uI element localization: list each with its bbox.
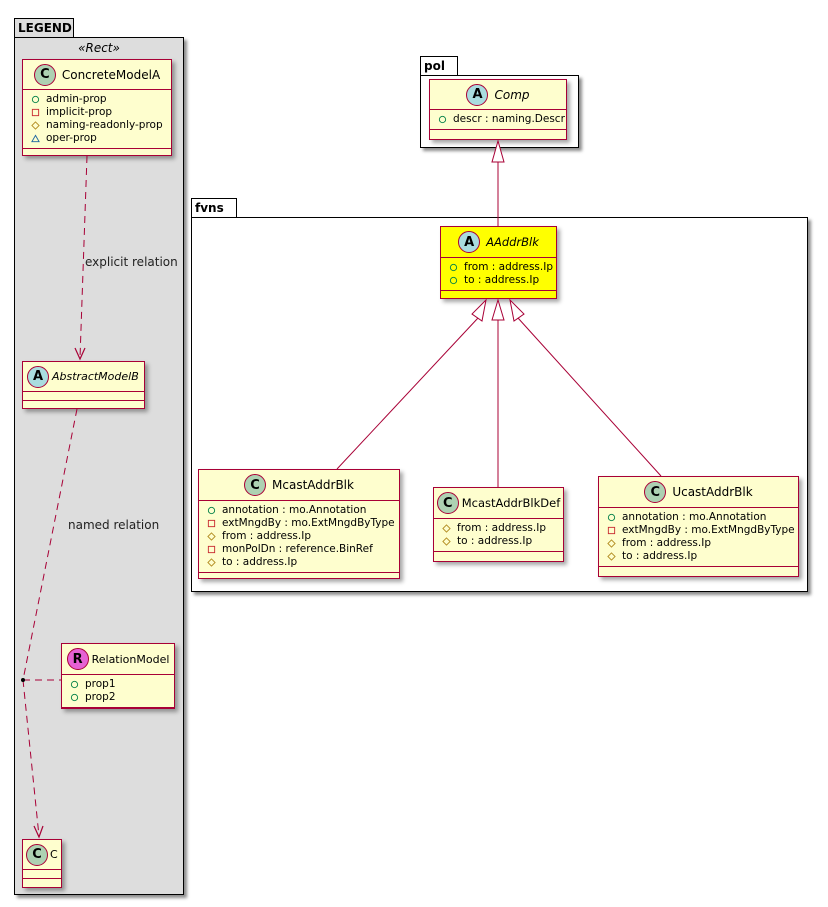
abstract-stereotype-icon: A	[27, 365, 49, 388]
attribute-row: to : address.Ip	[606, 550, 798, 563]
attribute-row: from : address.Ip	[206, 530, 399, 543]
private-square-icon	[206, 545, 216, 555]
inheritance-ucastaddrblk-aaddrblk	[509, 298, 662, 477]
public-circle-icon	[206, 506, 216, 516]
attribute-list: admin-prop implicit-prop naming-readonly…	[23, 90, 171, 149]
public-circle-icon	[448, 263, 458, 273]
class-ucastaddrblk[interactable]: C UcastAddrBlk annotation : mo.Annotatio…	[598, 476, 799, 577]
class-relation-model[interactable]: R RelationModel prop1 prop2	[61, 643, 175, 709]
class-stereotype-icon: C	[244, 474, 267, 496]
class-mcastaddrblkdef[interactable]: C McastAddrBlkDef from : address.Ip to :…	[433, 487, 564, 562]
junction-dot	[21, 678, 25, 682]
abstract-stereotype-icon: A	[466, 83, 489, 106]
attribute-list: from : address.Ip to : address.Ip	[441, 258, 556, 291]
class-name: McastAddrBlkDef	[461, 496, 561, 510]
protected-diamond-icon	[206, 532, 216, 542]
attribute-row: from : address.Ip	[606, 537, 798, 550]
attribute-list: annotation : mo.Annotation extMngdBy : m…	[599, 508, 798, 567]
class-name: AAddrBlk	[486, 235, 539, 249]
public-circle-icon	[606, 513, 616, 523]
private-square-icon	[606, 526, 616, 536]
attribute-row: extMngdBy : mo.ExtMngdByType	[606, 524, 798, 537]
attribute-row: from : address.Ip	[441, 522, 563, 535]
attribute-row: annotation : mo.Annotation	[606, 511, 798, 524]
relation-stereotype-icon: R	[66, 648, 89, 670]
attribute-row: naming-readonly-prop	[30, 119, 171, 132]
attribute-row: to : address.Ip	[448, 274, 556, 287]
attribute-row: implicit-prop	[30, 106, 171, 119]
pol-package-label: pol	[424, 59, 445, 73]
fvns-package-label: fvns	[195, 201, 224, 215]
package-triangle-icon	[30, 134, 40, 144]
legend-stereotype: «Rect»	[78, 41, 120, 55]
named-relation-label: named relation	[68, 518, 160, 532]
attribute-list: descr : naming.Descr	[430, 110, 566, 130]
class-aaddrblk[interactable]: A AAddrBlk from : address.Ip to : addres…	[440, 226, 557, 299]
attribute-row: extMngdBy : mo.ExtMngdByType	[206, 517, 399, 530]
legend-package-tab: LEGEND	[14, 18, 74, 38]
inheritance-aaddrblk-comp	[491, 139, 505, 226]
class-stereotype-icon: C	[436, 492, 459, 514]
protected-diamond-icon	[441, 537, 451, 547]
class-name: C	[50, 848, 58, 861]
association-class-link	[21, 678, 61, 682]
private-square-icon	[30, 108, 40, 118]
attribute-row: oper-prop	[30, 132, 171, 145]
public-circle-icon	[448, 276, 458, 286]
attribute-row: admin-prop	[30, 93, 171, 106]
inheritance-mcastaddrblk-aaddrblk	[336, 298, 487, 470]
class-stereotype-icon: C	[33, 63, 56, 86]
protected-diamond-icon	[206, 558, 216, 568]
attribute-row: monPolDn : reference.BinRef	[206, 543, 399, 556]
private-square-icon	[206, 519, 216, 529]
legend-package-label: LEGEND	[18, 21, 72, 35]
protected-diamond-icon	[30, 121, 40, 131]
class-name: AbstractModelB	[52, 370, 139, 383]
explicit-relation-edge	[74, 155, 88, 361]
protected-diamond-icon	[606, 552, 616, 562]
class-mcastaddrblk[interactable]: C McastAddrBlk annotation : mo.Annotatio…	[198, 469, 400, 579]
attribute-list: prop1 prop2	[62, 675, 174, 708]
class-abstract-model-b[interactable]: A AbstractModelB	[22, 361, 145, 409]
named-relation-edge	[22, 408, 78, 839]
attribute-list	[23, 392, 144, 401]
public-circle-icon	[437, 115, 447, 125]
explicit-relation-label: explicit relation	[85, 255, 178, 269]
inheritance-mcastaddrblkdef-aaddrblk	[491, 298, 505, 487]
protected-diamond-icon	[441, 524, 451, 534]
public-circle-icon	[69, 680, 79, 690]
public-circle-icon	[30, 95, 40, 105]
attribute-row: descr : naming.Descr	[437, 113, 566, 126]
attribute-row: annotation : mo.Annotation	[206, 504, 399, 517]
public-circle-icon	[69, 693, 79, 703]
class-stereotype-icon: C	[26, 843, 48, 866]
legend-package	[14, 37, 184, 895]
pol-package-tab: pol	[420, 56, 458, 76]
attribute-row: from : address.Ip	[448, 261, 556, 274]
class-stereotype-icon: C	[644, 481, 667, 503]
attribute-list	[23, 870, 61, 879]
class-c[interactable]: C C	[22, 839, 62, 888]
class-name: UcastAddrBlk	[672, 485, 753, 499]
class-name: Comp	[494, 87, 530, 102]
fvns-package-tab: fvns	[191, 198, 237, 218]
class-name: McastAddrBlk	[272, 478, 354, 492]
class-comp[interactable]: A Comp descr : naming.Descr	[429, 79, 567, 140]
attribute-row: to : address.Ip	[206, 556, 399, 569]
attribute-row: to : address.Ip	[441, 535, 563, 548]
attribute-list: annotation : mo.Annotation extMngdBy : m…	[199, 501, 399, 573]
class-name: RelationModel	[91, 652, 170, 666]
attribute-row: prop2	[69, 691, 174, 704]
class-concrete-model-a[interactable]: C ConcreteModelA admin-prop implicit-pro…	[22, 59, 172, 156]
attribute-row: prop1	[69, 678, 174, 691]
class-name: ConcreteModelA	[61, 67, 161, 82]
attribute-list: from : address.Ip to : address.Ip	[434, 519, 563, 552]
abstract-stereotype-icon: A	[458, 231, 481, 253]
protected-diamond-icon	[606, 539, 616, 549]
